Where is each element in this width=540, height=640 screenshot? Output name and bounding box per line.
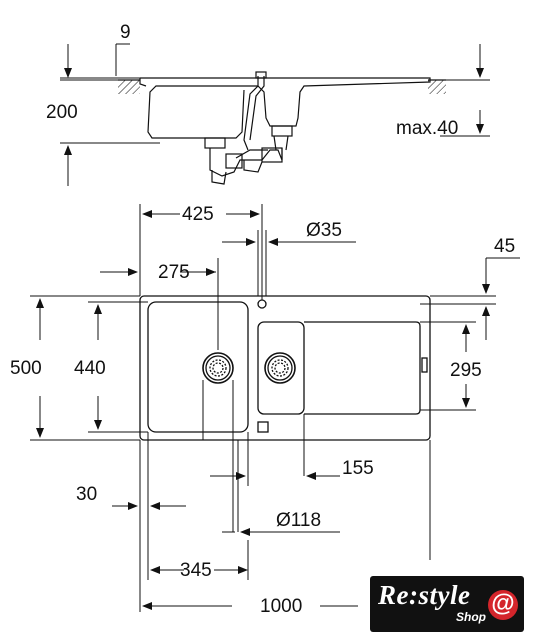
overflow-pipe xyxy=(243,76,265,151)
logo-wordmark: Re:style xyxy=(378,580,471,610)
dim-425-label: 425 xyxy=(182,204,214,225)
at-sign-icon: @ xyxy=(488,590,518,620)
sink-profile xyxy=(140,77,431,139)
top-view xyxy=(139,295,431,441)
dim-30-label: 30 xyxy=(76,484,97,505)
dim-9-label: 9 xyxy=(120,22,131,43)
drainer-area xyxy=(304,321,421,415)
side-view-dimensions xyxy=(60,43,490,186)
main-bowl xyxy=(147,301,249,433)
dim-max40-label: max.40 xyxy=(396,118,458,139)
overflow-outlet xyxy=(257,421,269,433)
drain-main xyxy=(202,352,234,384)
dim-295-label: 295 xyxy=(450,360,482,381)
dim-d35-label: Ø35 xyxy=(306,220,342,241)
dim-500-label: 500 xyxy=(10,358,42,379)
siphon-assembly xyxy=(209,135,289,185)
secondary-bowl xyxy=(257,321,305,415)
sink-outline xyxy=(139,295,431,441)
tap-hole xyxy=(257,299,267,309)
dim-275-label: 275 xyxy=(158,262,190,283)
drain-right xyxy=(271,125,293,137)
drain-left xyxy=(204,137,226,149)
countertop-right-hatch xyxy=(428,80,446,94)
restyle-shop-logo: Re:style Shop @ xyxy=(370,576,524,632)
drain-secondary xyxy=(264,352,296,384)
dim-d118-label: Ø118 xyxy=(276,510,321,531)
drainer-notch xyxy=(421,357,428,373)
countertop-left-hatch xyxy=(118,80,140,94)
dimension-labels: 9 200 max.40 425 Ø35 45 275 500 440 295 … xyxy=(10,22,515,617)
logo-subtext: Shop xyxy=(456,610,486,624)
dim-155-label: 155 xyxy=(342,458,374,479)
dim-1000-label: 1000 xyxy=(260,596,302,617)
dim-200-label: 200 xyxy=(46,102,78,123)
dim-45-label: 45 xyxy=(494,236,515,257)
side-view xyxy=(118,71,446,185)
top-view-dimensions xyxy=(30,204,520,612)
dim-440-label: 440 xyxy=(74,358,106,379)
dim-345-label: 345 xyxy=(180,560,212,581)
